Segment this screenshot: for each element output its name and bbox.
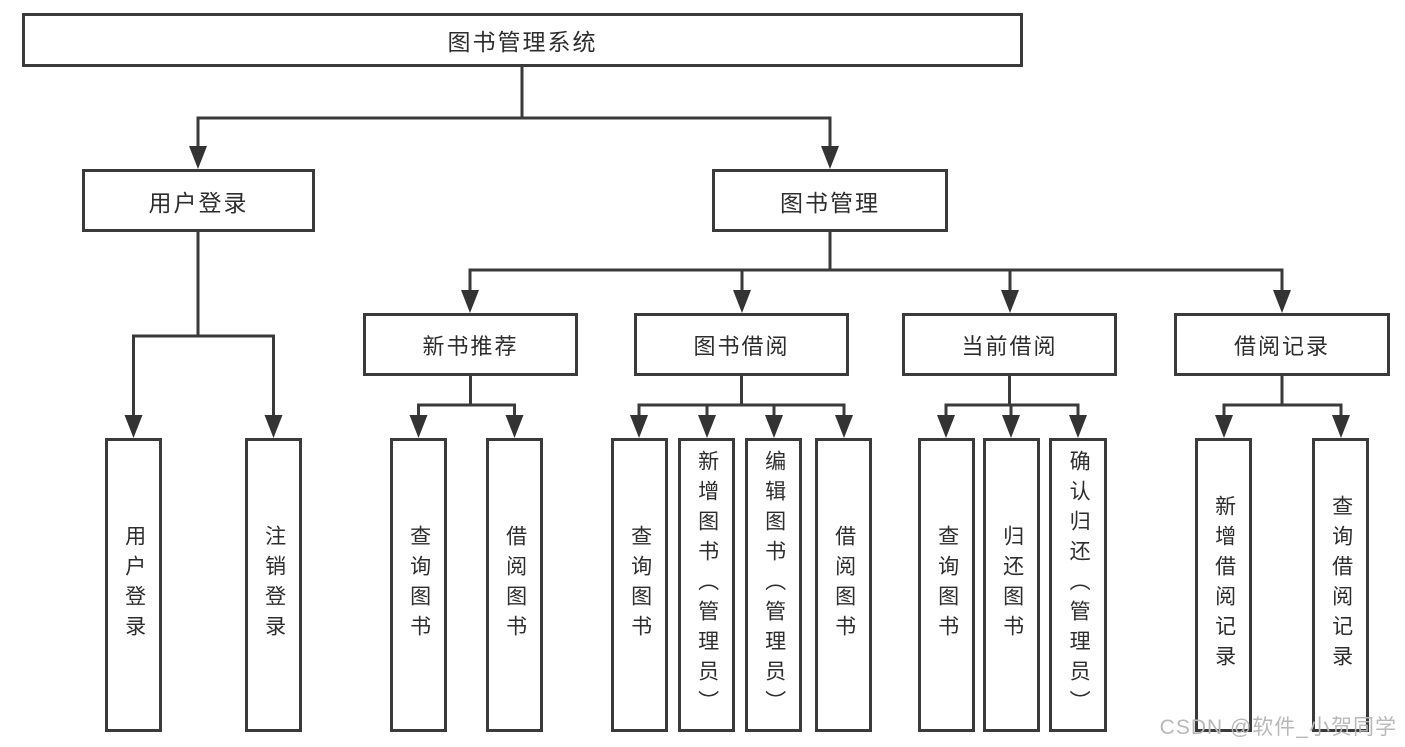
- leaf-user-login: 用户登录: [105, 438, 162, 732]
- csdn-watermark: CSDN @软件_小贺同学: [1159, 716, 1397, 739]
- node-user-login: 用户登录: [82, 169, 315, 232]
- leaf-query-books-recommend-label: 查询图书: [407, 525, 431, 645]
- leaf-add-books-admin: 新增图书（管理员）: [678, 438, 735, 732]
- leaf-query-borrowing-record: 查询借阅记录: [1312, 438, 1369, 732]
- leaf-return-books: 归还图书: [983, 438, 1040, 732]
- leaf-edit-books-admin-label: 编辑图书（管理员）: [762, 450, 786, 720]
- leaf-return-books-label: 归还图书: [1000, 525, 1024, 645]
- leaf-borrow-books-borrowing: 借阅图书: [815, 438, 872, 732]
- node-borrowing-records: 借阅记录: [1174, 313, 1390, 376]
- leaf-query-books-recommend: 查询图书: [390, 438, 447, 732]
- leaf-add-borrowing-record: 新增借阅记录: [1195, 438, 1252, 732]
- leaf-query-borrowing-record-label: 查询借阅记录: [1329, 495, 1353, 675]
- node-current-borrowing: 当前借阅: [902, 313, 1117, 376]
- leaf-borrow-books-recommend: 借阅图书: [486, 438, 543, 732]
- leaf-logout-label: 注销登录: [262, 525, 286, 645]
- leaf-borrow-books-borrowing-label: 借阅图书: [832, 525, 856, 645]
- node-library-system: 图书管理系统: [22, 13, 1023, 67]
- node-new-book-recommend: 新书推荐: [363, 313, 578, 376]
- leaf-edit-books-admin: 编辑图书（管理员）: [745, 438, 802, 732]
- leaf-logout: 注销登录: [245, 438, 302, 732]
- leaf-add-books-admin-label: 新增图书（管理员）: [695, 450, 719, 720]
- leaf-query-books-current: 查询图书: [918, 438, 975, 732]
- leaf-confirm-return-admin-label: 确认归还（管理员）: [1067, 450, 1091, 720]
- leaf-user-login-label: 用户登录: [122, 525, 146, 645]
- leaf-query-books-borrowing-label: 查询图书: [628, 525, 652, 645]
- node-book-borrowing: 图书借阅: [634, 313, 849, 376]
- node-book-management: 图书管理: [712, 169, 948, 232]
- leaf-confirm-return-admin: 确认归还（管理员）: [1049, 438, 1107, 732]
- leaf-add-borrowing-record-label: 新增借阅记录: [1212, 495, 1236, 675]
- leaf-borrow-books-recommend-label: 借阅图书: [503, 525, 527, 645]
- leaf-query-books-borrowing: 查询图书: [611, 438, 668, 732]
- leaf-query-books-current-label: 查询图书: [935, 525, 959, 645]
